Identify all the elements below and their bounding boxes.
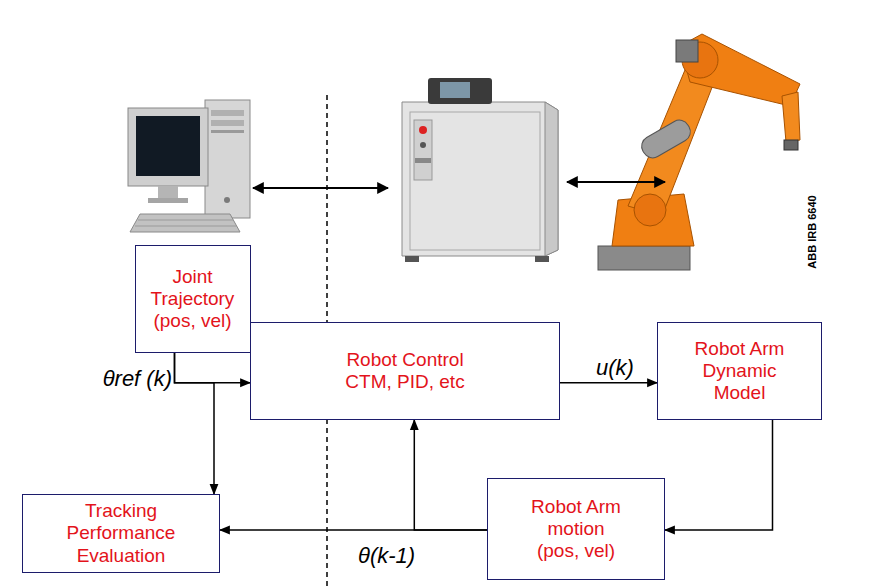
- signal-arrow: [665, 420, 773, 530]
- computer-icon: [128, 100, 250, 232]
- signal-arrow: [175, 353, 215, 494]
- process-box: Robot Arm motion (pos, vel): [487, 478, 665, 580]
- box-label: Tracking Performance Evaluation: [59, 500, 184, 566]
- robot-arm: [598, 34, 800, 270]
- process-box: Tracking Performance Evaluation: [22, 494, 220, 573]
- box-label: Robot Control CTM, PID, etc: [330, 349, 480, 393]
- signal-name: θ(k-1): [358, 543, 415, 568]
- process-box: Joint Trajectory (pos, vel): [135, 245, 251, 353]
- box-label: Joint Trajectory (pos, vel): [143, 266, 243, 332]
- process-box: Robot Control CTM, PID, etc: [250, 322, 560, 420]
- process-box: Robot Arm Dynamic Model: [657, 322, 822, 420]
- controller-cabinet: [402, 78, 558, 262]
- signal-arrow: [560, 382, 657, 384]
- link-arrow: [567, 181, 665, 183]
- signal-name: θref (k): [103, 366, 172, 391]
- model-name: ABB IRB 6640: [806, 195, 818, 268]
- link-arrow: [253, 187, 388, 189]
- box-label: Robot Arm Dynamic Model: [685, 338, 795, 404]
- signal-arrow: [414, 420, 487, 530]
- signal-name: u(k): [596, 355, 634, 380]
- box-label: Robot Arm motion (pos, vel): [526, 496, 626, 562]
- signal-arrow: [175, 353, 251, 383]
